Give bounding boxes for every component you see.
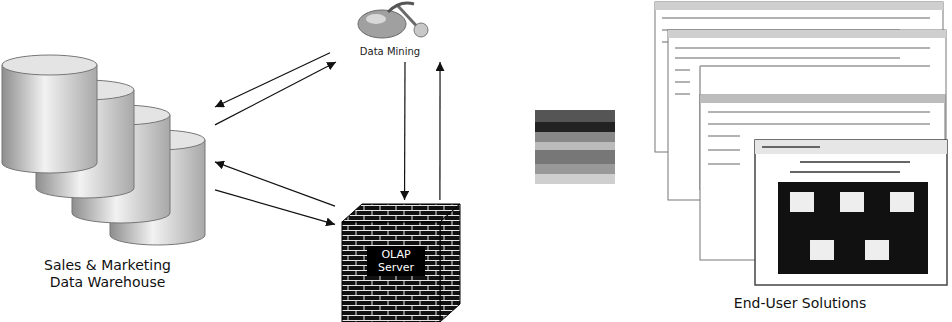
arrow-connector [215, 62, 336, 125]
screenshot-stack-part [655, 2, 943, 10]
data-mining-icon-part [388, 3, 414, 12]
data-mining-icon-part [366, 14, 386, 24]
screen-thumbnail-part [535, 142, 615, 150]
screen-thumbnail-part [535, 110, 615, 122]
node-label: End-User Solutions [734, 295, 866, 312]
arrow-connector [404, 62, 406, 200]
olap-server-cube-part [440, 204, 460, 322]
screenshot-stack-part [810, 240, 834, 260]
data-mining-icon [358, 3, 428, 38]
screenshot-stack-part [790, 192, 814, 212]
data-mining-icon: Data Mining [330, 0, 450, 62]
screenshot-stack-part [668, 30, 946, 38]
data-mining-icon-part [358, 10, 406, 38]
arrow-connector [215, 53, 330, 107]
screen-thumbnail-part [535, 122, 615, 132]
screen-thumbnail-part [535, 164, 615, 174]
olap-server-cube [342, 204, 460, 322]
screenshot-stack-part [778, 182, 928, 274]
screen-thumbnail-part [535, 174, 615, 184]
arrow-connector [215, 190, 335, 225]
screenshot-stack-part [840, 192, 864, 212]
arrow-connector [439, 62, 440, 200]
screenshot-stack-part [762, 147, 910, 172]
screenshot-stack-part [755, 140, 947, 285]
database-stack [2, 55, 205, 245]
arrow-connector [215, 162, 335, 206]
screen-thumbnail-part [535, 150, 615, 164]
data-mining-icon-part [414, 23, 428, 37]
olap-server-cube: OLAP Server [335, 200, 457, 322]
node-label: OLAP Server [367, 246, 425, 276]
screenshot-stack [655, 2, 947, 285]
database-stack: Sales & Marketing Data Warehouse [0, 45, 215, 297]
node-label: Sales & Marketing Data Warehouse [28, 257, 188, 291]
node-label: Data Mining [360, 46, 420, 58]
screen-thumbnail-part [535, 132, 615, 142]
database-cylinder-part [2, 65, 97, 173]
screenshot-stack-part [890, 192, 914, 212]
database-cylinder [2, 55, 97, 173]
screen-thumbnail [535, 110, 615, 184]
database-cylinder-part [2, 55, 97, 75]
olap-server-cube-part [342, 222, 440, 322]
screenshot-stack-part [865, 240, 889, 260]
screenshot-stack: End-User Solutions [650, 0, 950, 318]
screenshot-stack-part [700, 95, 945, 103]
